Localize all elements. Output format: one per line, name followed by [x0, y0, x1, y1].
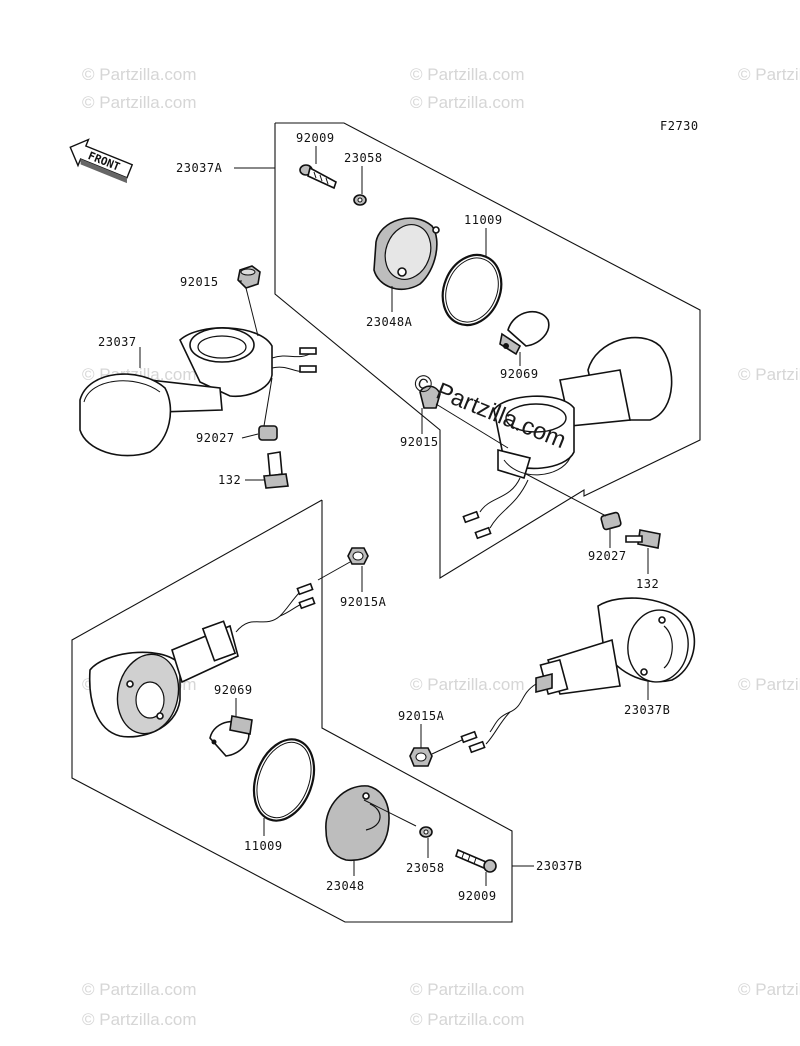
left-bolt-132 — [263, 451, 289, 489]
leader-line — [241, 433, 259, 439]
leader-line — [363, 799, 417, 827]
bottom-left-signal — [88, 582, 316, 738]
watermark: © Partzilla.com — [738, 65, 800, 84]
leader-line — [525, 473, 607, 517]
mid-nut-92015 — [419, 385, 441, 409]
leader-line — [431, 739, 463, 755]
top-exploded-box — [274, 122, 701, 579]
top-lens-23048A — [373, 217, 440, 290]
watermark: © Partzilla.com — [738, 980, 800, 999]
callout-92027-right: 92027 — [588, 549, 627, 563]
watermark: © Partzilla.com — [82, 65, 197, 84]
watermark: © Partzilla.com — [410, 93, 525, 112]
callout-92015A-right: 92015A — [398, 709, 445, 723]
right-bolt-132 — [625, 529, 661, 549]
top-screw-92009 — [299, 164, 337, 190]
bottom-screw-92009 — [455, 848, 497, 873]
left-collar-92027 — [258, 425, 278, 441]
right-nut-92015A — [409, 747, 433, 767]
bottom-nut-92015A — [347, 547, 369, 565]
callout-23058-bottom: 23058 — [406, 861, 445, 875]
watermark: © Partzilla.com — [410, 980, 525, 999]
watermark: © Partzilla.com — [82, 93, 197, 112]
watermark: © Partzilla.com — [410, 65, 525, 84]
top-nut-23058 — [353, 194, 367, 206]
callout-11009-top: 11009 — [464, 213, 503, 227]
callout-23048: 23048 — [326, 879, 365, 893]
callout-92015A-bottom: 92015A — [340, 595, 387, 609]
front-arrow-icon: FRONT — [69, 138, 134, 184]
callout-23037B-right: 23037B — [624, 703, 670, 717]
callout-92069-bottom: 92069 — [214, 683, 253, 697]
left-nut-92015 — [237, 265, 261, 289]
right-front-signal — [460, 597, 696, 754]
diagram-code: F2730 — [660, 119, 699, 133]
callout-92015: 92015 — [180, 275, 219, 289]
callout-92009-top: 92009 — [296, 131, 335, 145]
bottom-nut-23058 — [419, 826, 433, 838]
callout-92009-bottom: 92009 — [458, 889, 497, 903]
callout-23037A: 23037A — [176, 161, 223, 175]
callout-132-right: 132 — [636, 577, 659, 591]
leader-line — [245, 287, 259, 337]
callout-23037B-bottom: 23037B — [536, 859, 582, 873]
callout-92027: 92027 — [196, 431, 235, 445]
bottom-bulb-92069 — [209, 715, 253, 757]
right-rear-signal — [462, 336, 673, 540]
left-turn-signal — [79, 327, 317, 457]
callout-132: 132 — [218, 473, 241, 487]
watermark: © Partzilla.com — [410, 1010, 525, 1029]
top-oring-11009 — [441, 253, 503, 327]
callout-23037: 23037 — [98, 335, 137, 349]
watermark: © Partzilla.com — [82, 1010, 197, 1029]
bottom-lens-23048 — [325, 785, 390, 861]
leader-line — [263, 377, 273, 427]
leader-line — [435, 403, 509, 449]
watermark: © Partzilla.com — [738, 675, 800, 694]
callout-92015-mid: 92015 — [400, 435, 439, 449]
right-collar-92027 — [600, 511, 622, 531]
callout-11009-bottom: 11009 — [244, 839, 283, 853]
watermark: © Partzilla.com — [410, 675, 525, 694]
callout-23058-top: 23058 — [344, 151, 383, 165]
watermark-layer: © Partzilla.com © Partzilla.com © Partzi… — [82, 65, 800, 1029]
watermark: © Partzilla.com — [738, 365, 800, 384]
callout-92069-top: 92069 — [500, 367, 539, 381]
callout-23048A: 23048A — [366, 315, 413, 329]
leader-line — [317, 561, 351, 581]
top-bulb-92069 — [499, 310, 550, 356]
bottom-exploded-box — [71, 499, 513, 923]
watermark: © Partzilla.com — [82, 980, 197, 999]
bottom-oring-11009 — [252, 738, 316, 822]
